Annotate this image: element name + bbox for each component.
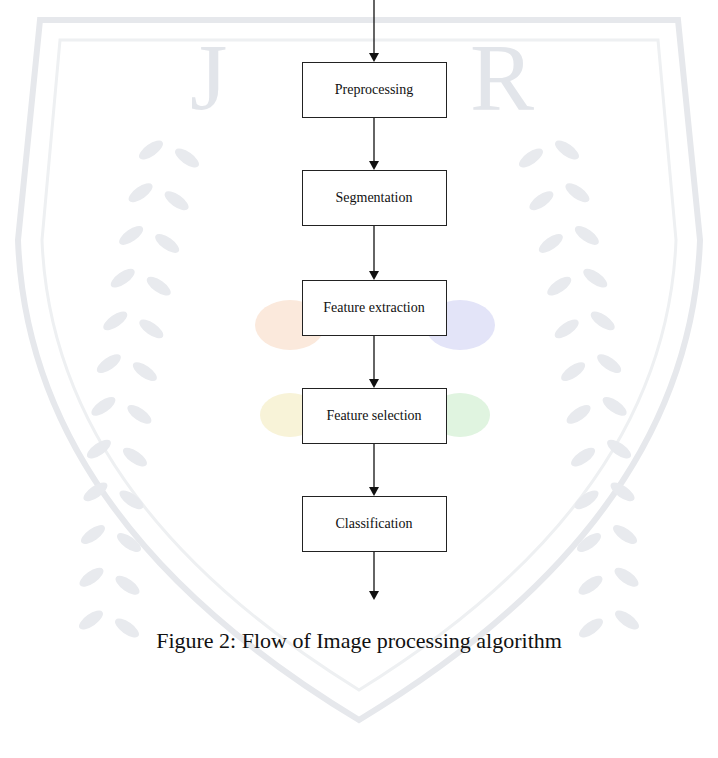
box-label: Segmentation xyxy=(336,190,413,207)
watermark-letter: R xyxy=(470,30,534,126)
flow-arrow xyxy=(369,336,379,388)
box-label: Preprocessing xyxy=(335,82,414,99)
box-label: Feature extraction xyxy=(323,300,424,317)
process-box: Preprocessing xyxy=(302,62,447,118)
flow-arrow xyxy=(369,118,379,170)
flow-arrow xyxy=(369,444,379,496)
box-label: Feature selection xyxy=(326,408,421,425)
process-box: Feature extraction xyxy=(302,280,447,336)
flow-arrow xyxy=(369,226,379,280)
process-box: Classification xyxy=(302,496,447,552)
box-label: Classification xyxy=(336,516,413,533)
figure-caption: Figure 2: Flow of Image processing algor… xyxy=(0,628,718,654)
watermark-letter: J xyxy=(190,30,227,126)
process-box: Feature selection xyxy=(302,388,447,444)
process-box: Segmentation xyxy=(302,170,447,226)
